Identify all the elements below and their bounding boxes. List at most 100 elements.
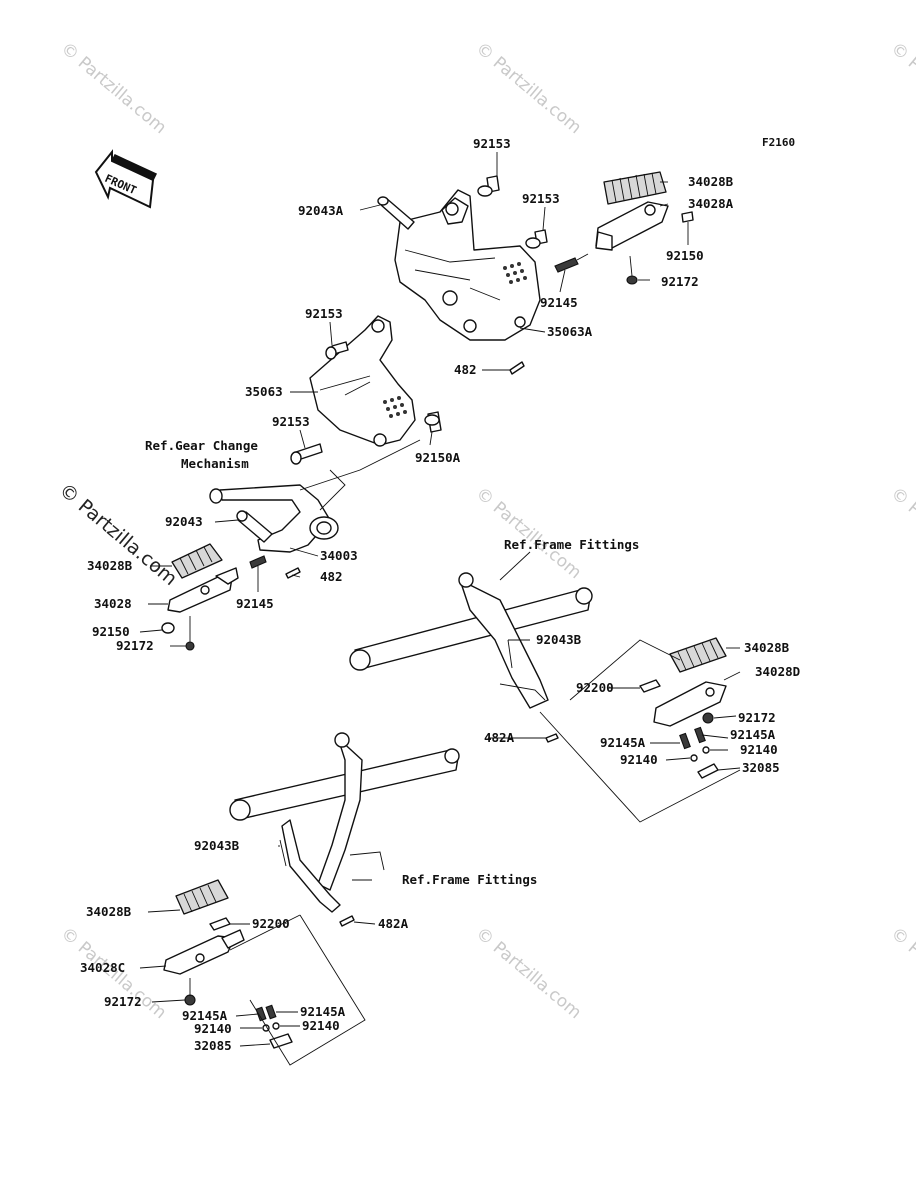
bolt-92172-d [184,978,196,1006]
label-34028: 34028 [94,596,132,611]
label-92145A-c: 92145A [182,1008,228,1023]
bolt-92153-b [525,229,548,249]
washer-92200-b [209,917,231,931]
label-482A-b: 482A [378,916,409,931]
pin-92150-b [161,622,175,634]
footpeg-34028D-right [653,681,727,727]
label-34028B-a: 34028B [688,174,734,189]
clip-482A-a [545,733,559,743]
label-92043: 92043 [165,514,203,529]
label-92172-d: 92172 [104,994,142,1009]
label-92145A-b: 92145A [730,727,776,742]
ball-92140-d [272,1022,280,1030]
label-92172-b: 92172 [116,638,154,653]
cap-32085-b [269,1033,293,1049]
watermark-top-left: © Partzilla.com [57,39,170,139]
ball-92140-a [702,746,710,754]
label-92140-c: 92140 [194,1021,232,1036]
bolt-92153-c [325,341,349,360]
label-ref-gear-change-2: Mechanism [181,456,249,471]
watermark-bottom-center: © Partzilla.com [472,924,585,1024]
bracket-35063A [394,189,541,341]
label-92150-a: 92150 [666,248,704,263]
spring-92145A-d [265,1004,277,1020]
label-ref-frame-fittings-2: Ref.Frame Fittings [402,872,537,887]
label-482-a: 482 [454,362,477,377]
bolt-92153-a [477,175,500,197]
label-ref-frame-fittings-1: Ref.Frame Fittings [504,537,639,552]
label-92153-b: 92153 [522,191,560,206]
bolt-92150A [424,411,442,433]
bracket-35063 [309,315,416,447]
label-34028A: 34028A [688,196,734,211]
label-92043A: 92043A [298,203,344,218]
clip-482A-b [339,915,355,927]
label-34003: 34003 [320,548,358,563]
label-35063: 35063 [245,384,283,399]
label-482A-a: 482A [484,730,515,745]
label-92150-b: 92150 [92,624,130,639]
label-92172-a: 92172 [661,274,699,289]
label-92140-b: 92140 [620,752,658,767]
label-92043B-b: 92043B [194,838,240,853]
watermark-top-center: © Partzilla.com [472,39,585,139]
label-92172-c: 92172 [738,710,776,725]
label-92145-b: 92145 [236,596,274,611]
bolt-92153-d [290,443,323,465]
cap-32085-a [697,763,719,779]
pin-92043B-a [507,639,513,669]
label-92200-a: 92200 [576,680,614,695]
figure-code: F2160 [762,136,795,149]
bolt-92172-a [626,255,638,285]
watermark-dark: © Partzilla.com [55,479,181,590]
label-92153-d: 92153 [272,414,310,429]
bolt-92172-c [702,712,714,724]
label-35063A: 35063A [547,324,593,339]
watermark-mid-center: © Partzilla.com [472,484,585,584]
label-34028B-d: 34028B [86,904,132,919]
label-92200-b: 92200 [252,916,290,931]
label-34028B-b: 34028B [87,558,133,573]
spring-92145A-b [694,726,706,744]
footpeg-34028C-lower [163,929,245,975]
footpeg-34028B-right [669,637,727,673]
label-482-b: 482 [320,569,343,584]
label-32085-a: 32085 [742,760,780,775]
footpeg-34028B-top [603,171,667,205]
footpeg-34028B-lower [175,879,229,915]
label-34028D: 34028D [755,664,800,679]
label-92153-a: 92153 [473,136,511,151]
label-92043B-a: 92043B [536,632,582,647]
pin-92043B-b [279,839,287,867]
clip-482-b [285,567,301,579]
label-92150A: 92150A [415,450,461,465]
part-labels: 92153 92043A 92153 34028B 34028A 92150 9… [80,136,800,1053]
leader-lines [139,152,741,1066]
label-ref-gear-change-1: Ref.Gear Change [145,438,258,453]
spring-92145-b [249,555,267,569]
spring-92145A-c [255,1006,267,1022]
pin-92150-a [681,211,694,223]
label-92145-a: 92145 [540,295,578,310]
shift-lever-34003 [209,484,339,553]
watermark-top-right: © Partzilla.com [887,39,916,139]
ball-92140-c [262,1024,270,1032]
clip-482-a [509,361,525,375]
ball-92140-b [690,754,698,762]
label-92140-d: 92140 [302,1018,340,1033]
label-92153-c: 92153 [305,306,343,321]
watermark-mid-right: © Partzilla.com [887,484,916,584]
watermark-bottom-right: © Partzilla.com [887,924,916,1024]
label-92145A-a: 92145A [600,735,646,750]
label-92140-a: 92140 [740,742,778,757]
footpeg-34028B-left [171,543,223,579]
footpeg-34028A-top [595,201,669,251]
washer-92200-a [639,679,661,693]
front-arrow-icon: FRONT [94,149,158,209]
label-92145A-d: 92145A [300,1004,346,1019]
passenger-frame-left [229,732,460,913]
bolt-92172-b [185,616,195,651]
spring-92145-a [554,253,589,273]
pin-92043A [377,196,415,230]
